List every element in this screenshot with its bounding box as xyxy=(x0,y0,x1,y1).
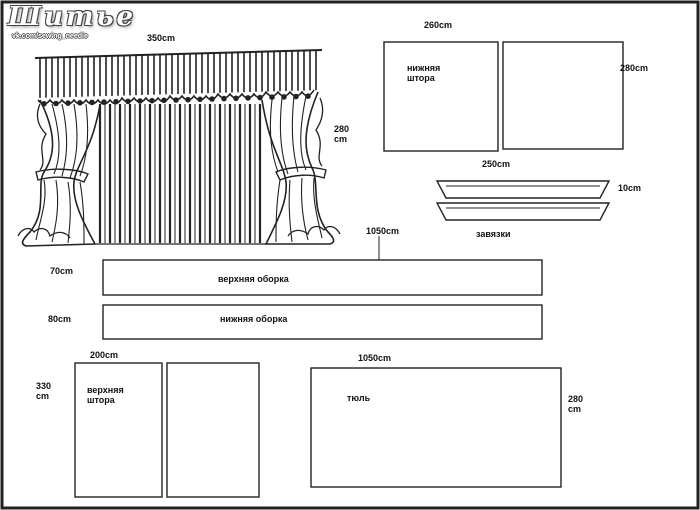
lower-frill-strip xyxy=(102,304,543,340)
lower-frill-height-label: 80cm xyxy=(48,314,72,324)
frill-length-label: 1050cm xyxy=(366,226,400,236)
tulle-panel xyxy=(310,367,562,488)
watermark-title: Шитье xyxy=(8,2,137,32)
upper-frill-strip xyxy=(102,259,543,296)
upper-curtain-width-label: 200cm xyxy=(90,350,119,360)
right-drape xyxy=(261,91,335,245)
tieback-name: завязки xyxy=(476,229,511,239)
upper-curtain-panel-left xyxy=(74,362,163,498)
lower-frill-name: нижняя оборка xyxy=(220,314,288,324)
tulle-height-label: 280 cm xyxy=(568,394,584,414)
upper-curtain-name: верхняя штора xyxy=(87,385,124,405)
watermark-url: vk.com/sewing_needle xyxy=(12,33,88,40)
lower-curtain-height-label: 280cm xyxy=(620,63,649,73)
valance-edge xyxy=(37,89,315,105)
lower-curtain-name: нижняя штора xyxy=(407,63,441,83)
tulle-stripes xyxy=(98,104,262,243)
tulle-width-label: 1050cm xyxy=(358,353,392,363)
right-tieback xyxy=(275,166,327,181)
tulle-name: тюль xyxy=(347,393,371,403)
curtain-illustration xyxy=(17,49,341,247)
tieback-piece-bottom xyxy=(435,202,611,221)
upper-curtain-panel-right xyxy=(166,362,260,498)
upper-curtain-height-label: 330 cm xyxy=(36,381,52,401)
left-drape xyxy=(21,99,101,247)
upper-frill-name: верхняя оборка xyxy=(218,274,289,284)
tieback-height-label: 10cm xyxy=(618,183,642,193)
curtain-height-label: 280 cm xyxy=(334,124,350,144)
lower-curtain-width-label: 260cm xyxy=(424,20,453,30)
lower-curtain-panel-right xyxy=(502,41,624,150)
tieback-piece-top xyxy=(435,180,611,199)
lower-curtain-panel-left xyxy=(383,41,499,152)
curtain-width-label: 350cm xyxy=(147,33,176,43)
tieback-length-label: 250cm xyxy=(482,159,511,169)
upper-frill-height-label: 70cm xyxy=(50,266,74,276)
left-tieback xyxy=(35,168,89,183)
valance-pleats xyxy=(39,50,317,107)
